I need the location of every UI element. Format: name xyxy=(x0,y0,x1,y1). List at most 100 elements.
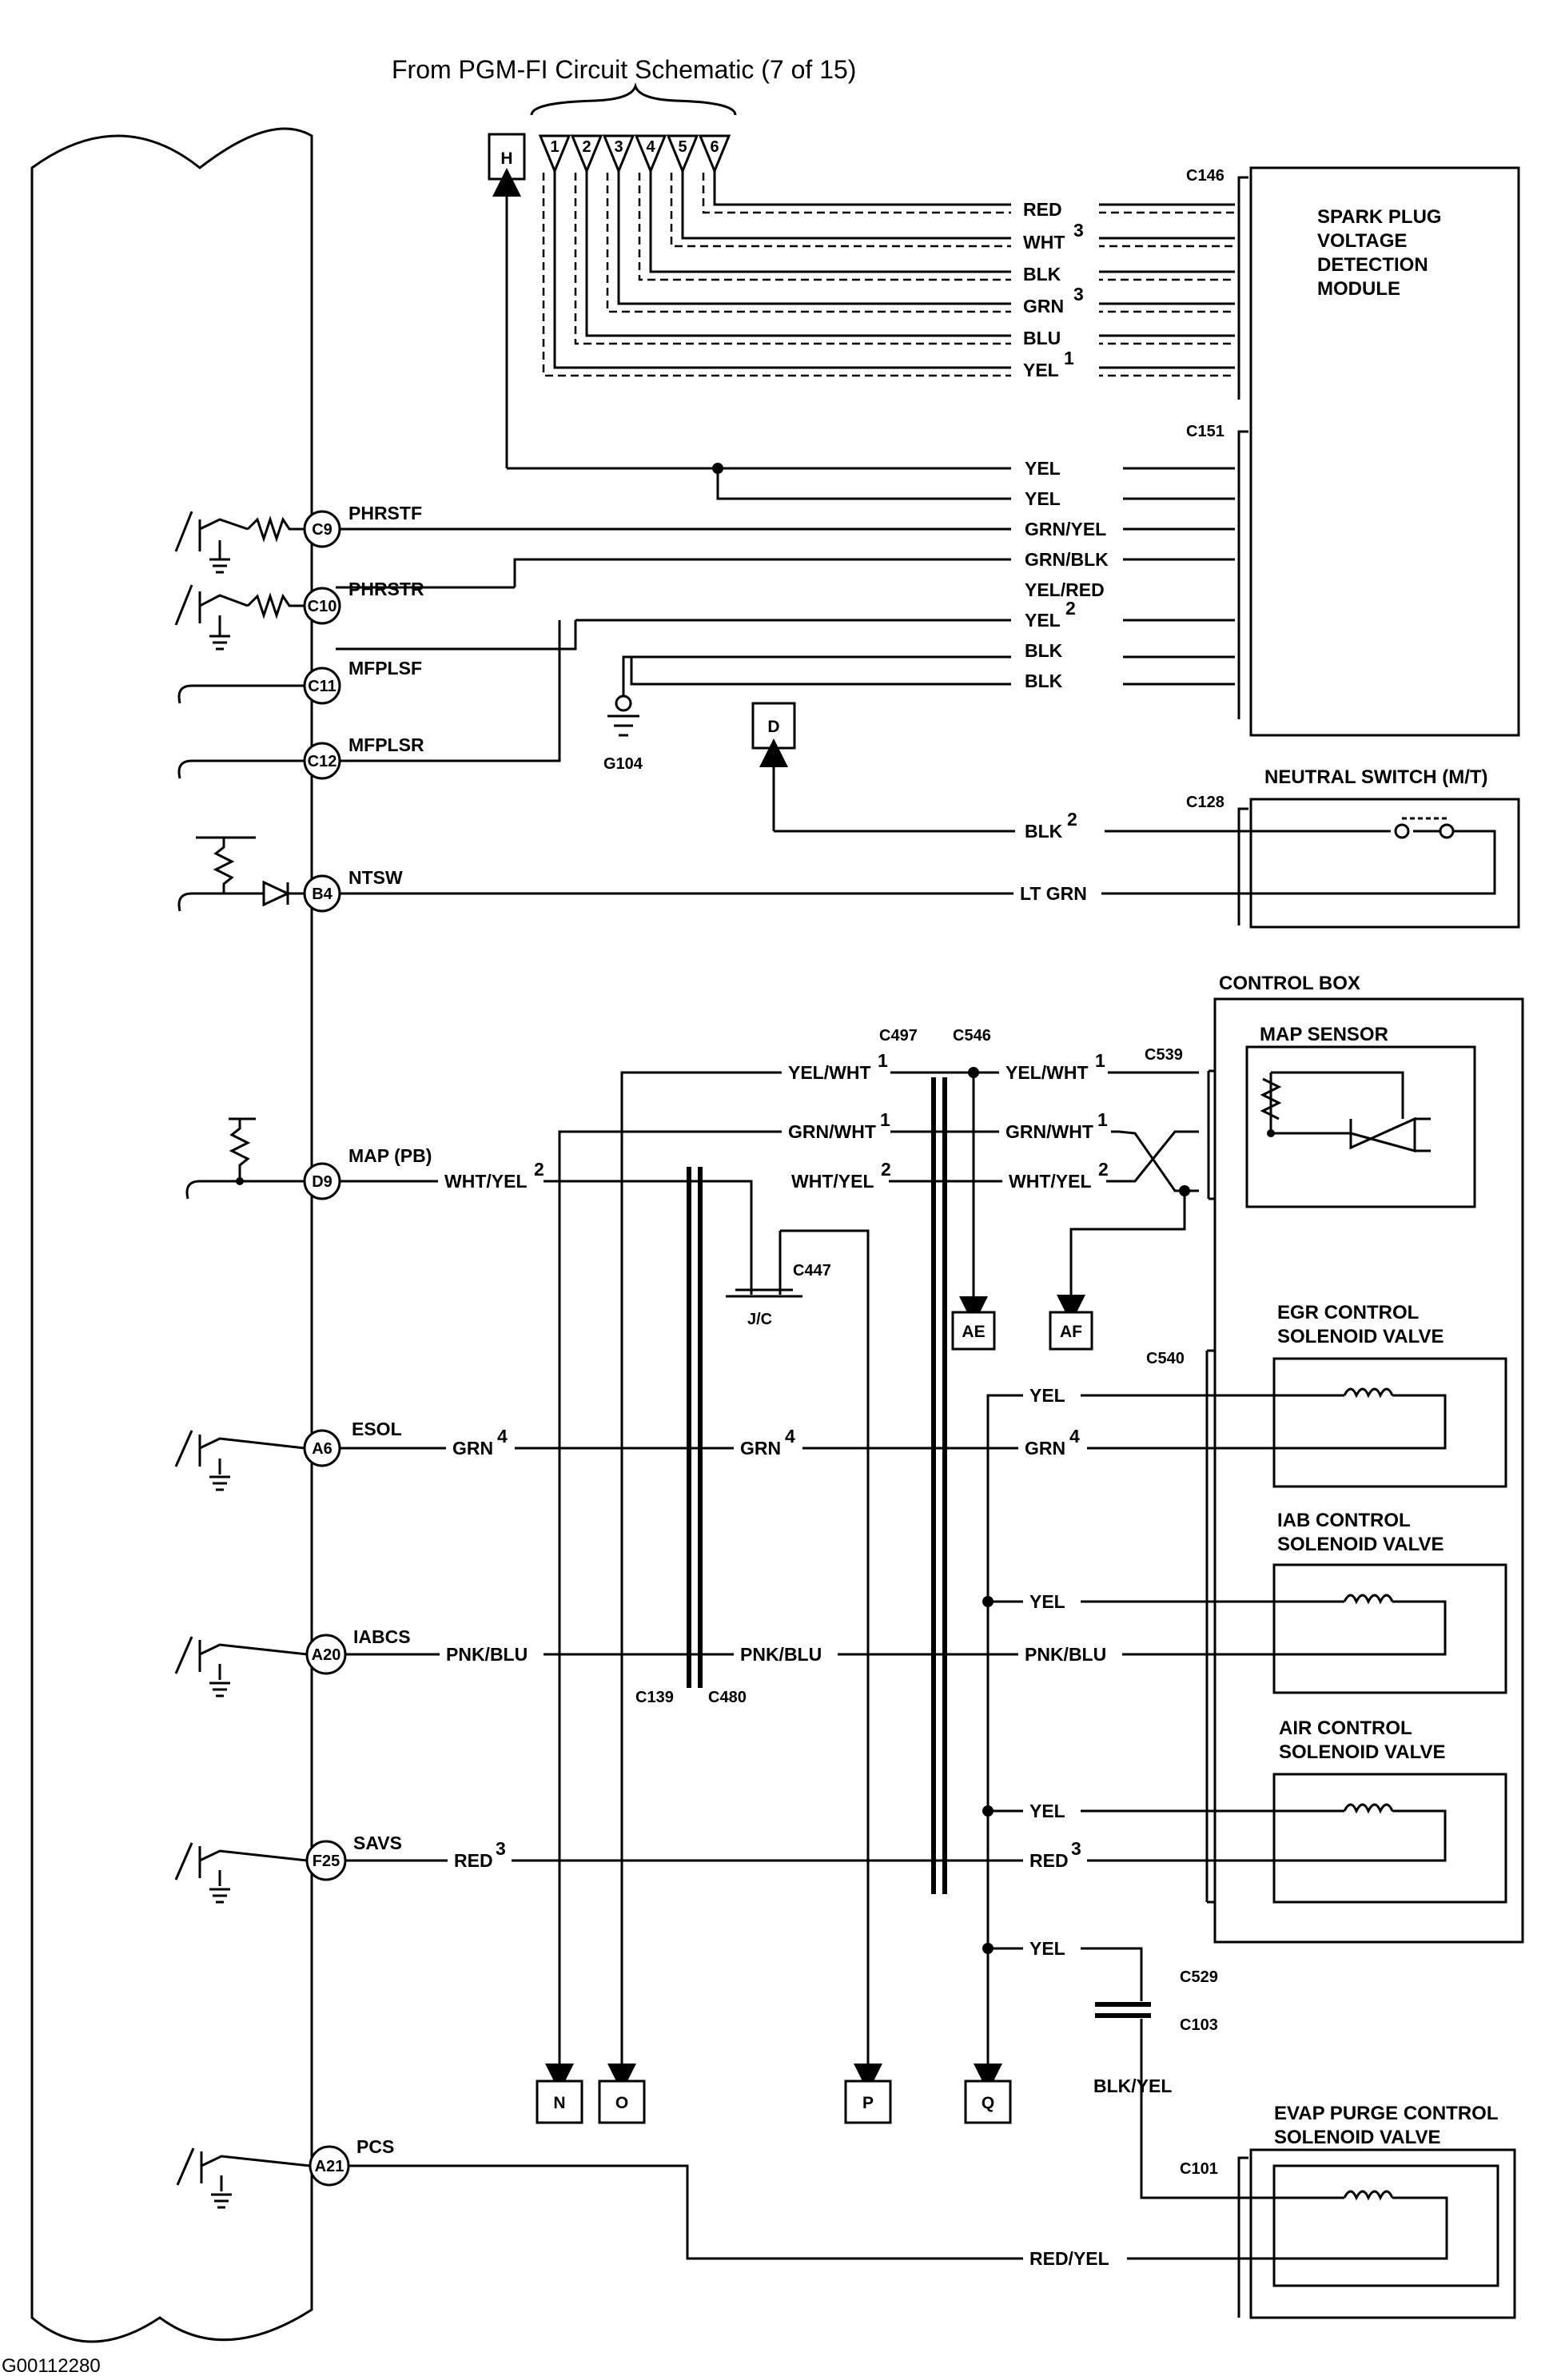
wire-wht: WHT xyxy=(1023,232,1065,253)
title-brace xyxy=(530,82,737,116)
pin-name-esol: ESOL xyxy=(352,1419,402,1439)
c101-bracket xyxy=(1237,2156,1248,2318)
wire-pnkblu-mid: PNK/BLU xyxy=(740,1644,822,1665)
svg-text:3: 3 xyxy=(1073,220,1084,241)
c146-bracket xyxy=(1237,176,1248,400)
ref-box-p xyxy=(844,2080,892,2124)
pin-name-mfplsr: MFPLSR xyxy=(348,734,424,755)
pin-name-pcs: PCS xyxy=(356,2136,394,2157)
wire-c151-yel-a: YEL xyxy=(1025,458,1061,479)
wire-grn-mid: GRN xyxy=(740,1438,781,1459)
wire-grn-ecm: GRN xyxy=(452,1438,493,1459)
c146-shielded-wires xyxy=(542,171,1235,377)
wire-c151-grnblk: GRN/BLK xyxy=(1025,549,1109,570)
air-title-1: AIR CONTROL xyxy=(1279,1717,1412,1739)
ref-box-q xyxy=(964,2080,1012,2124)
ref-label-af: AF xyxy=(1060,1323,1082,1341)
evap-title-2: SOLENOID VALVE xyxy=(1274,2127,1440,2148)
c103-label: C103 xyxy=(1180,2016,1218,2034)
spark-plug-title-2: VOLTAGE xyxy=(1317,230,1407,252)
wire-c151-blk-a: BLK xyxy=(1025,640,1063,661)
wire-grnwht-left: GRN/WHT xyxy=(788,1121,876,1142)
ecm-pins: C9 PHRSTF C10 PHRSTR C11 MFPLSF C12 MFPL… xyxy=(303,503,432,2187)
c146-label: C146 xyxy=(1186,167,1224,185)
svg-text:4: 4 xyxy=(497,1426,508,1447)
pgmfi-connector-pins: 1 2 3 4 5 6 xyxy=(538,134,731,174)
pin-name-phrstf: PHRSTF xyxy=(348,503,422,523)
wire-blkyel: BLK/YEL xyxy=(1093,2076,1172,2096)
ecm-body xyxy=(30,127,313,2343)
svg-text:3: 3 xyxy=(496,1838,506,1859)
c151-label: C151 xyxy=(1186,423,1224,440)
ref-label-o: O xyxy=(615,2094,628,2112)
pin-name-ntsw: NTSW xyxy=(348,867,403,888)
wire-yel1: YEL xyxy=(1023,360,1059,380)
g104-label: G104 xyxy=(603,755,643,773)
svg-text:3: 3 xyxy=(1073,284,1084,304)
wire-whtyel-right: WHT/YEL xyxy=(1009,1171,1092,1192)
ref-label-h: H xyxy=(500,149,512,168)
pin-c11: C11 xyxy=(308,678,336,695)
wire-redyel: RED/YEL xyxy=(1029,2248,1109,2269)
pin-name-iabcs: IABCS xyxy=(353,1626,411,1647)
spark-plug-title-4: MODULE xyxy=(1317,278,1400,300)
wire-whtyel-ecm: WHT/YEL xyxy=(444,1171,528,1192)
svg-text:2: 2 xyxy=(1065,598,1076,619)
neutral-switch-title: NEUTRAL SWITCH (M/T) xyxy=(1264,766,1488,788)
diagram-title: From PGM-FI Circuit Schematic (7 of 15) xyxy=(392,55,856,84)
ref-label-p: P xyxy=(862,2094,874,2112)
wire-evap-yel: YEL xyxy=(1029,1938,1065,1959)
wire-red: RED xyxy=(1023,199,1062,220)
figure-code: G00112280 xyxy=(2,2355,101,2377)
pin-a21: A21 xyxy=(315,2158,344,2175)
egr-title-2: SOLENOID VALVE xyxy=(1277,1326,1444,1347)
pgmfi-pin-6: 6 xyxy=(710,138,719,156)
pin-a20: A20 xyxy=(312,1646,341,1664)
wire-blu: BLU xyxy=(1023,328,1061,348)
wire-whtyel-mid: WHT/YEL xyxy=(791,1171,874,1192)
control-box-title: CONTROL BOX xyxy=(1219,973,1360,994)
iab-title-2: SOLENOID VALVE xyxy=(1277,1534,1444,1555)
iab-title-1: IAB CONTROL xyxy=(1277,1510,1411,1531)
wire-pnkblu-right: PNK/BLU xyxy=(1025,1644,1106,1665)
spark-plug-title-3: DETECTION xyxy=(1317,254,1428,276)
svg-text:1: 1 xyxy=(880,1109,890,1130)
wire-grn: GRN xyxy=(1023,296,1064,316)
wire-neutral-blk2: BLK xyxy=(1025,821,1063,842)
wire-grnwht-right: GRN/WHT xyxy=(1005,1121,1093,1142)
svg-text:1: 1 xyxy=(1097,1109,1108,1130)
wire-iab-yel: YEL xyxy=(1029,1591,1065,1612)
pin-c10: C10 xyxy=(308,598,337,615)
svg-text:2: 2 xyxy=(881,1159,891,1180)
wire-yelwht-left: YEL/WHT xyxy=(788,1062,871,1083)
c497-c546-bars xyxy=(931,1077,947,1894)
pin-c9: C9 xyxy=(312,521,333,539)
pin-name-phrstr: PHRSTR xyxy=(348,579,424,599)
svg-text:2: 2 xyxy=(1098,1159,1109,1180)
svg-text:2: 2 xyxy=(534,1159,544,1180)
wire-yelwht-right: YEL/WHT xyxy=(1005,1062,1089,1083)
wire-grn-right: GRN xyxy=(1025,1438,1065,1459)
svg-text:1: 1 xyxy=(1095,1050,1105,1071)
c480-label: C480 xyxy=(708,1689,747,1706)
svg-text:4: 4 xyxy=(785,1426,795,1447)
ref-box-o xyxy=(598,2080,646,2124)
pin-name-mfplsf: MFPLSF xyxy=(348,658,422,679)
pin-name-savs: SAVS xyxy=(353,1833,402,1853)
ref-box-af xyxy=(1049,1311,1093,1351)
svg-text:3: 3 xyxy=(1071,1838,1081,1859)
c128-label: C128 xyxy=(1186,794,1224,811)
svg-text:1: 1 xyxy=(1064,348,1074,368)
wire-blk: BLK xyxy=(1023,264,1061,285)
c497-label: C497 xyxy=(879,1027,918,1045)
pin-d9: D9 xyxy=(312,1173,333,1191)
c539-label: C539 xyxy=(1145,1046,1183,1064)
pin-b4: B4 xyxy=(312,886,333,903)
c546-label: C546 xyxy=(953,1027,991,1045)
air-title-2: SOLENOID VALVE xyxy=(1279,1741,1445,1763)
pgmfi-pin-1: 1 xyxy=(550,138,559,156)
wire-pnkblu-ecm: PNK/BLU xyxy=(446,1644,528,1665)
wire-red-right: RED xyxy=(1029,1850,1069,1871)
c139-c480-bars xyxy=(687,1167,703,1688)
iab-solenoid-box xyxy=(1272,1563,1507,1694)
